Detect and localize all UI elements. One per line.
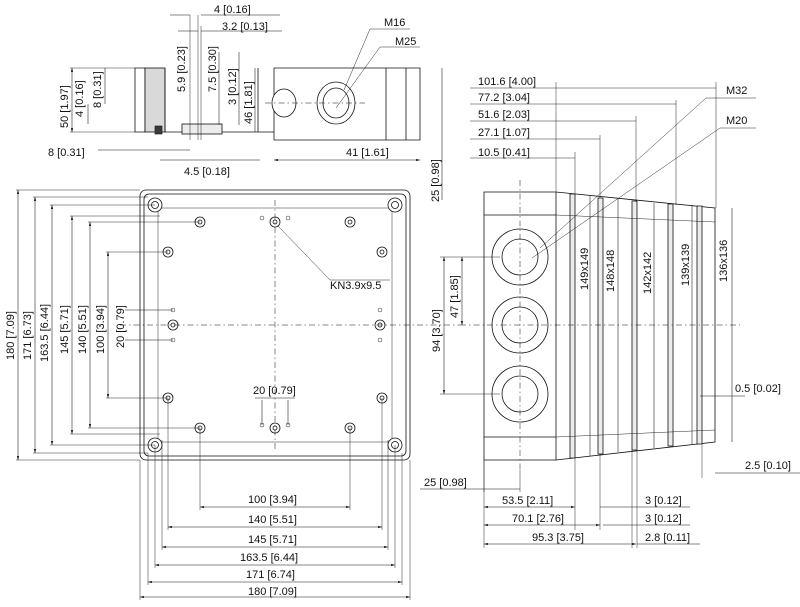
- dim-3-a: 3 [0.12]: [645, 495, 682, 507]
- dim-77-2: 77.2 [3.04]: [478, 92, 530, 104]
- dim-7-5: 7.5 [0.30]: [207, 46, 219, 92]
- label-m20: M20: [726, 115, 747, 127]
- dim-3: 3 [0.12]: [227, 68, 239, 105]
- dim-2-5: 2.5 [0.10]: [745, 460, 791, 472]
- top-section-view: 4 [0.16] 3.2 [0.13] M16 M25 5.9 [0.23] 7…: [48, 4, 443, 202]
- dim-145-h: 145 [5.71]: [248, 534, 297, 546]
- dim-95-3: 95.3 [3.75]: [532, 532, 584, 544]
- dim-140-h: 140 [5.51]: [248, 514, 297, 526]
- dim-70-1: 70.1 [2.76]: [512, 513, 564, 525]
- dim-163-5-v: 163.5 [6.44]: [39, 304, 51, 362]
- dim-100-h: 100 [3.94]: [248, 494, 297, 506]
- dim-25-v: 25 [0.98]: [430, 159, 442, 202]
- dim-3-b: 3 [0.12]: [645, 513, 682, 525]
- dim-100-v: 100 [3.94]: [95, 305, 107, 354]
- size-139: 139x139: [680, 244, 692, 286]
- dim-163-5-h: 163.5 [6.44]: [240, 552, 298, 564]
- label-m16: M16: [384, 17, 405, 29]
- left-dims: 180 [7.09] 171 [6.73] 163.5 [6.44] 145 […: [5, 189, 200, 461]
- dim-47: 47 [1.85]: [449, 275, 461, 318]
- side-view: 101.6 [4.00] 77.2 [3.04] 51.6 [2.03] 27.…: [420, 76, 800, 548]
- dim-4: 4 [0.16]: [214, 4, 251, 16]
- dim-8-v: 8 [0.31]: [92, 71, 104, 108]
- dim-180-h: 180 [7.09]: [248, 586, 297, 598]
- dim-171-h: 171 [6.74]: [246, 569, 295, 581]
- dim-10-5: 10.5 [0.41]: [478, 147, 530, 159]
- dim-25-b: 25 [0.98]: [424, 477, 467, 489]
- dim-20-h: 20 [0.79]: [253, 385, 296, 397]
- cable-glands: [491, 228, 549, 423]
- size-148: 148x148: [605, 250, 617, 292]
- dim-4-5: 4.5 [0.18]: [184, 166, 230, 178]
- label-m25: M25: [395, 36, 416, 48]
- size-136: 136x136: [718, 240, 730, 282]
- dim-0-5: 0.5 [0.02]: [735, 383, 781, 395]
- dim-41: 41 [1.61]: [346, 147, 389, 159]
- label-kn: KN3.9x9.5: [330, 280, 381, 292]
- dim-20-v: 20 [0.79]: [115, 305, 127, 348]
- dim-5-9: 5.9 [0.23]: [176, 46, 188, 92]
- dim-94: 94 [3.70]: [431, 309, 443, 352]
- dim-3-2: 3.2 [0.13]: [222, 21, 268, 33]
- dim-4-v: 4 [0.16]: [74, 80, 86, 117]
- dim-46: 46 [1.81]: [243, 81, 255, 124]
- dim-145-v: 145 [5.71]: [59, 305, 71, 354]
- dim-50: 50 [1.97]: [59, 85, 71, 128]
- size-149: 149x149: [579, 248, 591, 290]
- size-142: 142x142: [642, 252, 654, 294]
- bottom-dims: 100 [3.94] 140 [5.51] 145 [5.71] 163.5 […: [139, 398, 411, 600]
- dim-51-6: 51.6 [2.03]: [478, 109, 530, 121]
- front-view: KN3.9x9.5 20 [0.79] 20 [0.79] 180 [7.09]…: [5, 189, 460, 600]
- dim-2-8: 2.8 [0.11]: [645, 532, 690, 544]
- dim-8-h: 8 [0.31]: [48, 147, 85, 159]
- dim-27-1: 27.1 [1.07]: [478, 127, 530, 139]
- dim-171-v: 171 [6.73]: [22, 311, 34, 360]
- dim-101-6: 101.6 [4.00]: [478, 76, 536, 88]
- dim-140-v: 140 [5.51]: [77, 305, 89, 354]
- dim-53-5: 53.5 [2.11]: [502, 495, 553, 507]
- label-m32: M32: [726, 85, 747, 97]
- dim-180-v: 180 [7.09]: [5, 311, 17, 360]
